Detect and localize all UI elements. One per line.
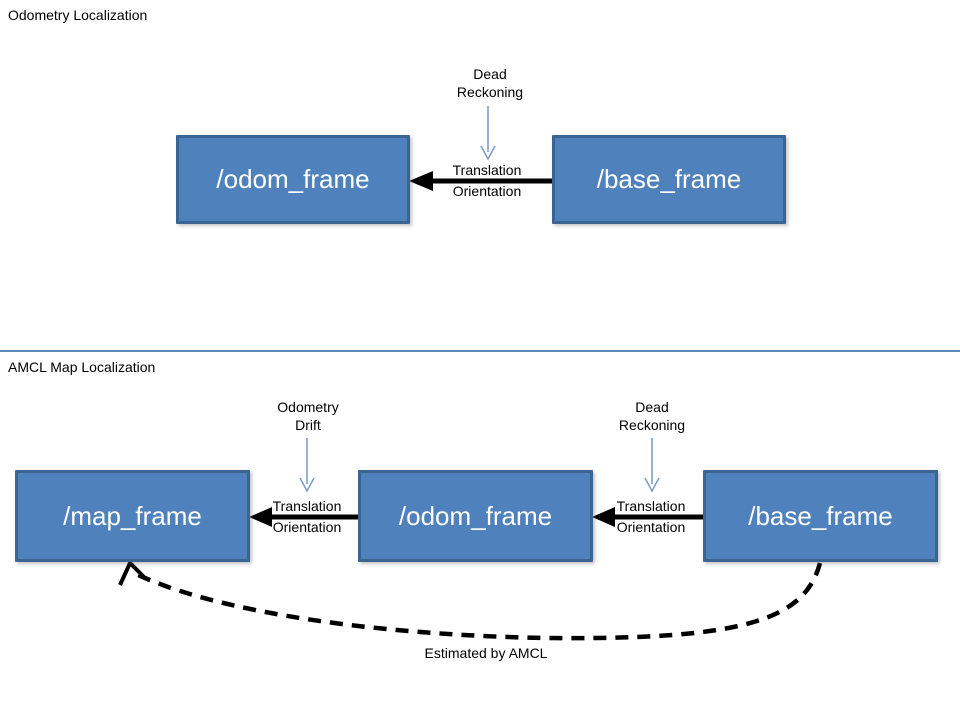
amcl-section-title: AMCL Map Localization [8,359,156,375]
node-map-frame: /map_frame [15,470,250,562]
odometry-drift-pointer-icon [299,438,315,493]
node-base-frame-2: /base_frame [703,470,938,562]
edge-label-orientation: Orientation [452,183,522,199]
dead-reckoning-label-2: Dead Reckoning [618,399,686,433]
edge-label-orientation-3: Orientation [616,519,686,535]
dead-reckoning-pointer-icon [480,106,496,161]
odometry-drift-label: Odometry Drift [277,399,339,433]
estimated-by-amcl-label: Estimated by AMCL [424,645,548,661]
edge-label-translation-3: Translation [616,498,686,514]
node-odom-frame: /odom_frame [176,135,410,224]
section-divider [0,350,960,352]
edge-label-orientation-2: Orientation [272,519,342,535]
odometry-section-title: Odometry Localization [8,7,148,23]
edge-label-translation: Translation [452,162,522,178]
node-base-frame: /base_frame [552,135,786,224]
amcl-dashed-arrow [118,559,823,641]
dead-reckoning-label: Dead Reckoning [456,66,524,100]
dead-reckoning-pointer-icon-2 [644,438,660,493]
edge-label-translation-2: Translation [272,498,342,514]
node-odom-frame-2: /odom_frame [358,470,593,562]
